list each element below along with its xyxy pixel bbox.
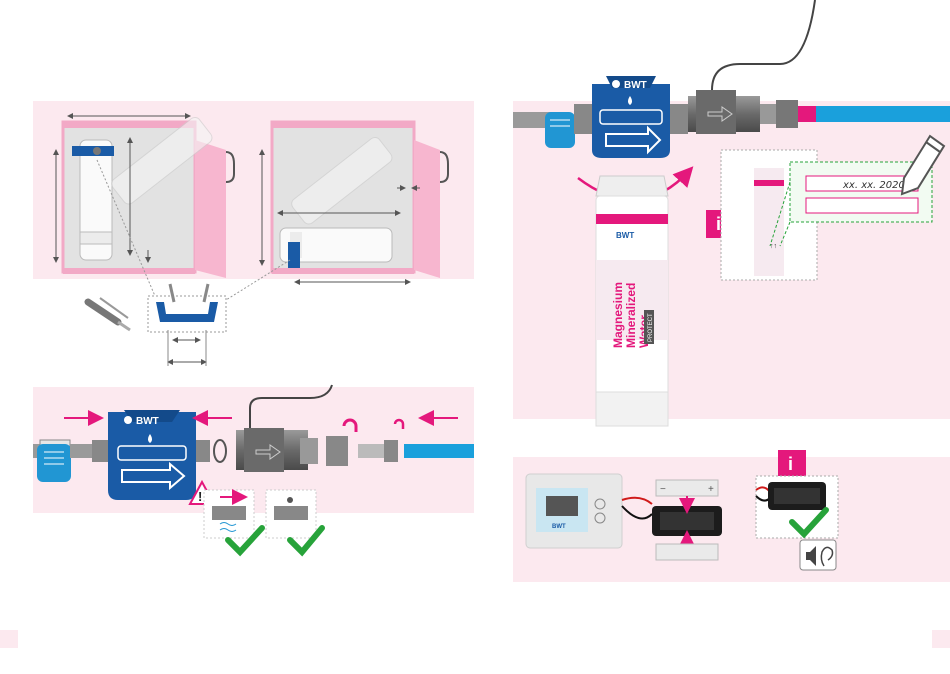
page-marker-left	[0, 630, 18, 648]
panel-battery-replacement: BWT − + i	[513, 450, 950, 582]
product-name-line1: Magnesium	[611, 282, 625, 348]
info-badge: i	[716, 214, 721, 234]
svg-text:!: !	[198, 489, 202, 504]
panel-mounting	[33, 101, 474, 282]
install-date-field: xx. xx. 2020	[842, 180, 905, 191]
page-marker-right	[932, 630, 950, 648]
svg-text:↑↑: ↑↑	[770, 243, 777, 250]
screwdriver-icon	[88, 298, 130, 330]
brand-logo: BWT	[616, 231, 634, 240]
product-name-line2: Mineralized	[624, 283, 638, 348]
brand-logo: BWT	[624, 80, 647, 91]
battery-minus: −	[660, 484, 666, 495]
brand-logo: BWT	[552, 524, 566, 530]
battery-plus: +	[708, 484, 714, 495]
brand-logo: BWT	[136, 416, 159, 427]
panel-cartridge-install: BWT BWT Magnesium Mineralized Water PROT…	[513, 0, 950, 426]
product-badge: PROTECT	[648, 313, 654, 342]
info-badge: i	[788, 454, 793, 474]
